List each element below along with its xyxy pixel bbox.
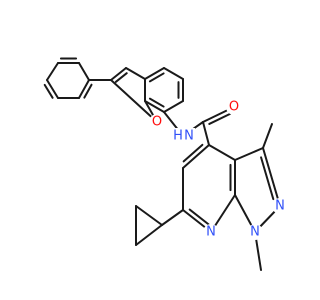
atom-o-furan-label: O: [152, 115, 162, 130]
bond-c6p-cp1: [161, 209, 184, 226]
bond-c7-c7a: [144, 100, 165, 113]
bond-c6-c7: [163, 100, 184, 113]
bond-camide-ocarb-double: [208, 112, 233, 125]
atom-n-pyridine-label: N: [206, 225, 216, 240]
atom-o-carbonyl-label: O: [229, 100, 239, 115]
bond-camide-c4p: [202, 121, 210, 146]
bond-c3a_p-c3_p: [234, 147, 264, 161]
bond-c4p-c3a_p: [208, 144, 236, 161]
bond-ph5-ph6-double: [43, 83, 54, 99]
bond-ph3-ph4-double: [83, 83, 93, 99]
atom-label-layer: O H N O N N N: [149, 99, 288, 240]
atom-o-furan: O: [149, 114, 165, 130]
bond-ph6-ph1: [46, 62, 59, 81]
atom-n-pyrazole-2-label: N: [275, 199, 285, 214]
atom-n-pyrazole-1-label: N: [250, 225, 260, 240]
atom-n-pyrazole-1: N: [247, 224, 263, 240]
bond-c2-c3-double: [114, 72, 128, 83]
atom-nh: H N: [173, 128, 195, 144]
atom-n-pyrazole-2: N: [272, 198, 288, 214]
bond-cp3-cp1: [135, 224, 163, 246]
atom-nh-n-label: N: [184, 129, 194, 144]
bond-c3a-c4-double: [148, 72, 165, 83]
bond-c3-c3a: [125, 67, 146, 80]
bond-c3_p-n2: [262, 147, 281, 207]
bond-layer: [43, 57, 281, 271]
bond-ph2-ph3: [78, 62, 90, 81]
bond-c4-c5: [163, 67, 184, 80]
bond-cp1-cp2: [135, 205, 163, 226]
bond-c5p-c4p: [182, 144, 210, 169]
bond-c3_p-me3: [262, 123, 273, 149]
atom-n-pyridine: N: [203, 224, 219, 240]
atom-o-carbonyl: O: [226, 99, 242, 115]
molecule-structure: O H N O N N N: [43, 57, 288, 271]
bond-c3a-c4: [144, 67, 165, 80]
bond-npy-c6p-double: [188, 208, 211, 227]
bond-c3_p-n2-double: [260, 156, 275, 201]
bond-c2-c3: [110, 67, 127, 81]
bond-ph5-ph6: [46, 79, 59, 99]
atom-nh-h-label: H: [173, 129, 183, 144]
bond-o1-c2: [110, 79, 158, 123]
bond-c5p-c4p-double: [182, 143, 204, 163]
bond-ph3-ph4: [78, 79, 90, 99]
bond-c7-c7a-double: [148, 97, 165, 108]
